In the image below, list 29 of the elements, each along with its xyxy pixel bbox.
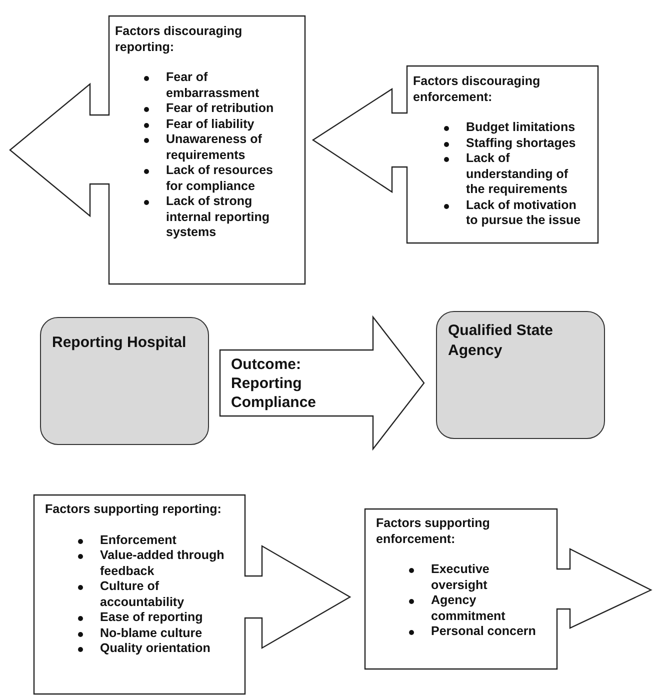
list-item: Staffing shortages <box>466 136 576 150</box>
entity-label: Reporting Hospital <box>52 333 188 353</box>
entity-box <box>436 311 605 439</box>
list-item: Fear of embarrassment <box>166 70 260 100</box>
list-item: Personal concern <box>431 624 536 638</box>
entity-label: Qualified State Agency <box>448 321 554 361</box>
list-item: Lack of resources for compliance <box>166 163 273 192</box>
list-item: Quality orientation <box>100 641 210 655</box>
block-arrow <box>219 315 425 451</box>
entity-box <box>40 317 209 445</box>
callout-heading: Factors discouraging reporting: <box>115 24 244 55</box>
list-item: Agency commitment <box>431 593 506 622</box>
list-item: Fear of retribution <box>166 101 274 115</box>
list-item: Budget limitations <box>466 120 576 134</box>
callout-heading: Factors supporting enforcement: <box>376 516 491 547</box>
list-item: Ease of reporting <box>100 610 203 624</box>
list-item: Fear of liability <box>166 116 254 130</box>
list-item: Culture of accountability <box>100 579 184 608</box>
list-item: Value-added through feedback <box>100 548 224 578</box>
list-item: Enforcement <box>100 532 176 546</box>
list-item: Lack of understanding of the requirements <box>466 151 568 196</box>
edge-label: Outcome: Reporting Compliance <box>231 355 318 412</box>
list-item: Lack of motivation to pursue the issue <box>466 198 581 227</box>
list-item: Executive oversight <box>431 562 490 592</box>
list-item: No-blame culture <box>100 626 202 640</box>
callout-heading: Factors discouraging enforcement: <box>413 74 542 105</box>
callout-heading: Factors supporting reporting: <box>45 502 222 518</box>
list-item: Unawareness of requirements <box>166 132 262 162</box>
list-item: Lack of strong internal reporting systems <box>166 194 270 239</box>
